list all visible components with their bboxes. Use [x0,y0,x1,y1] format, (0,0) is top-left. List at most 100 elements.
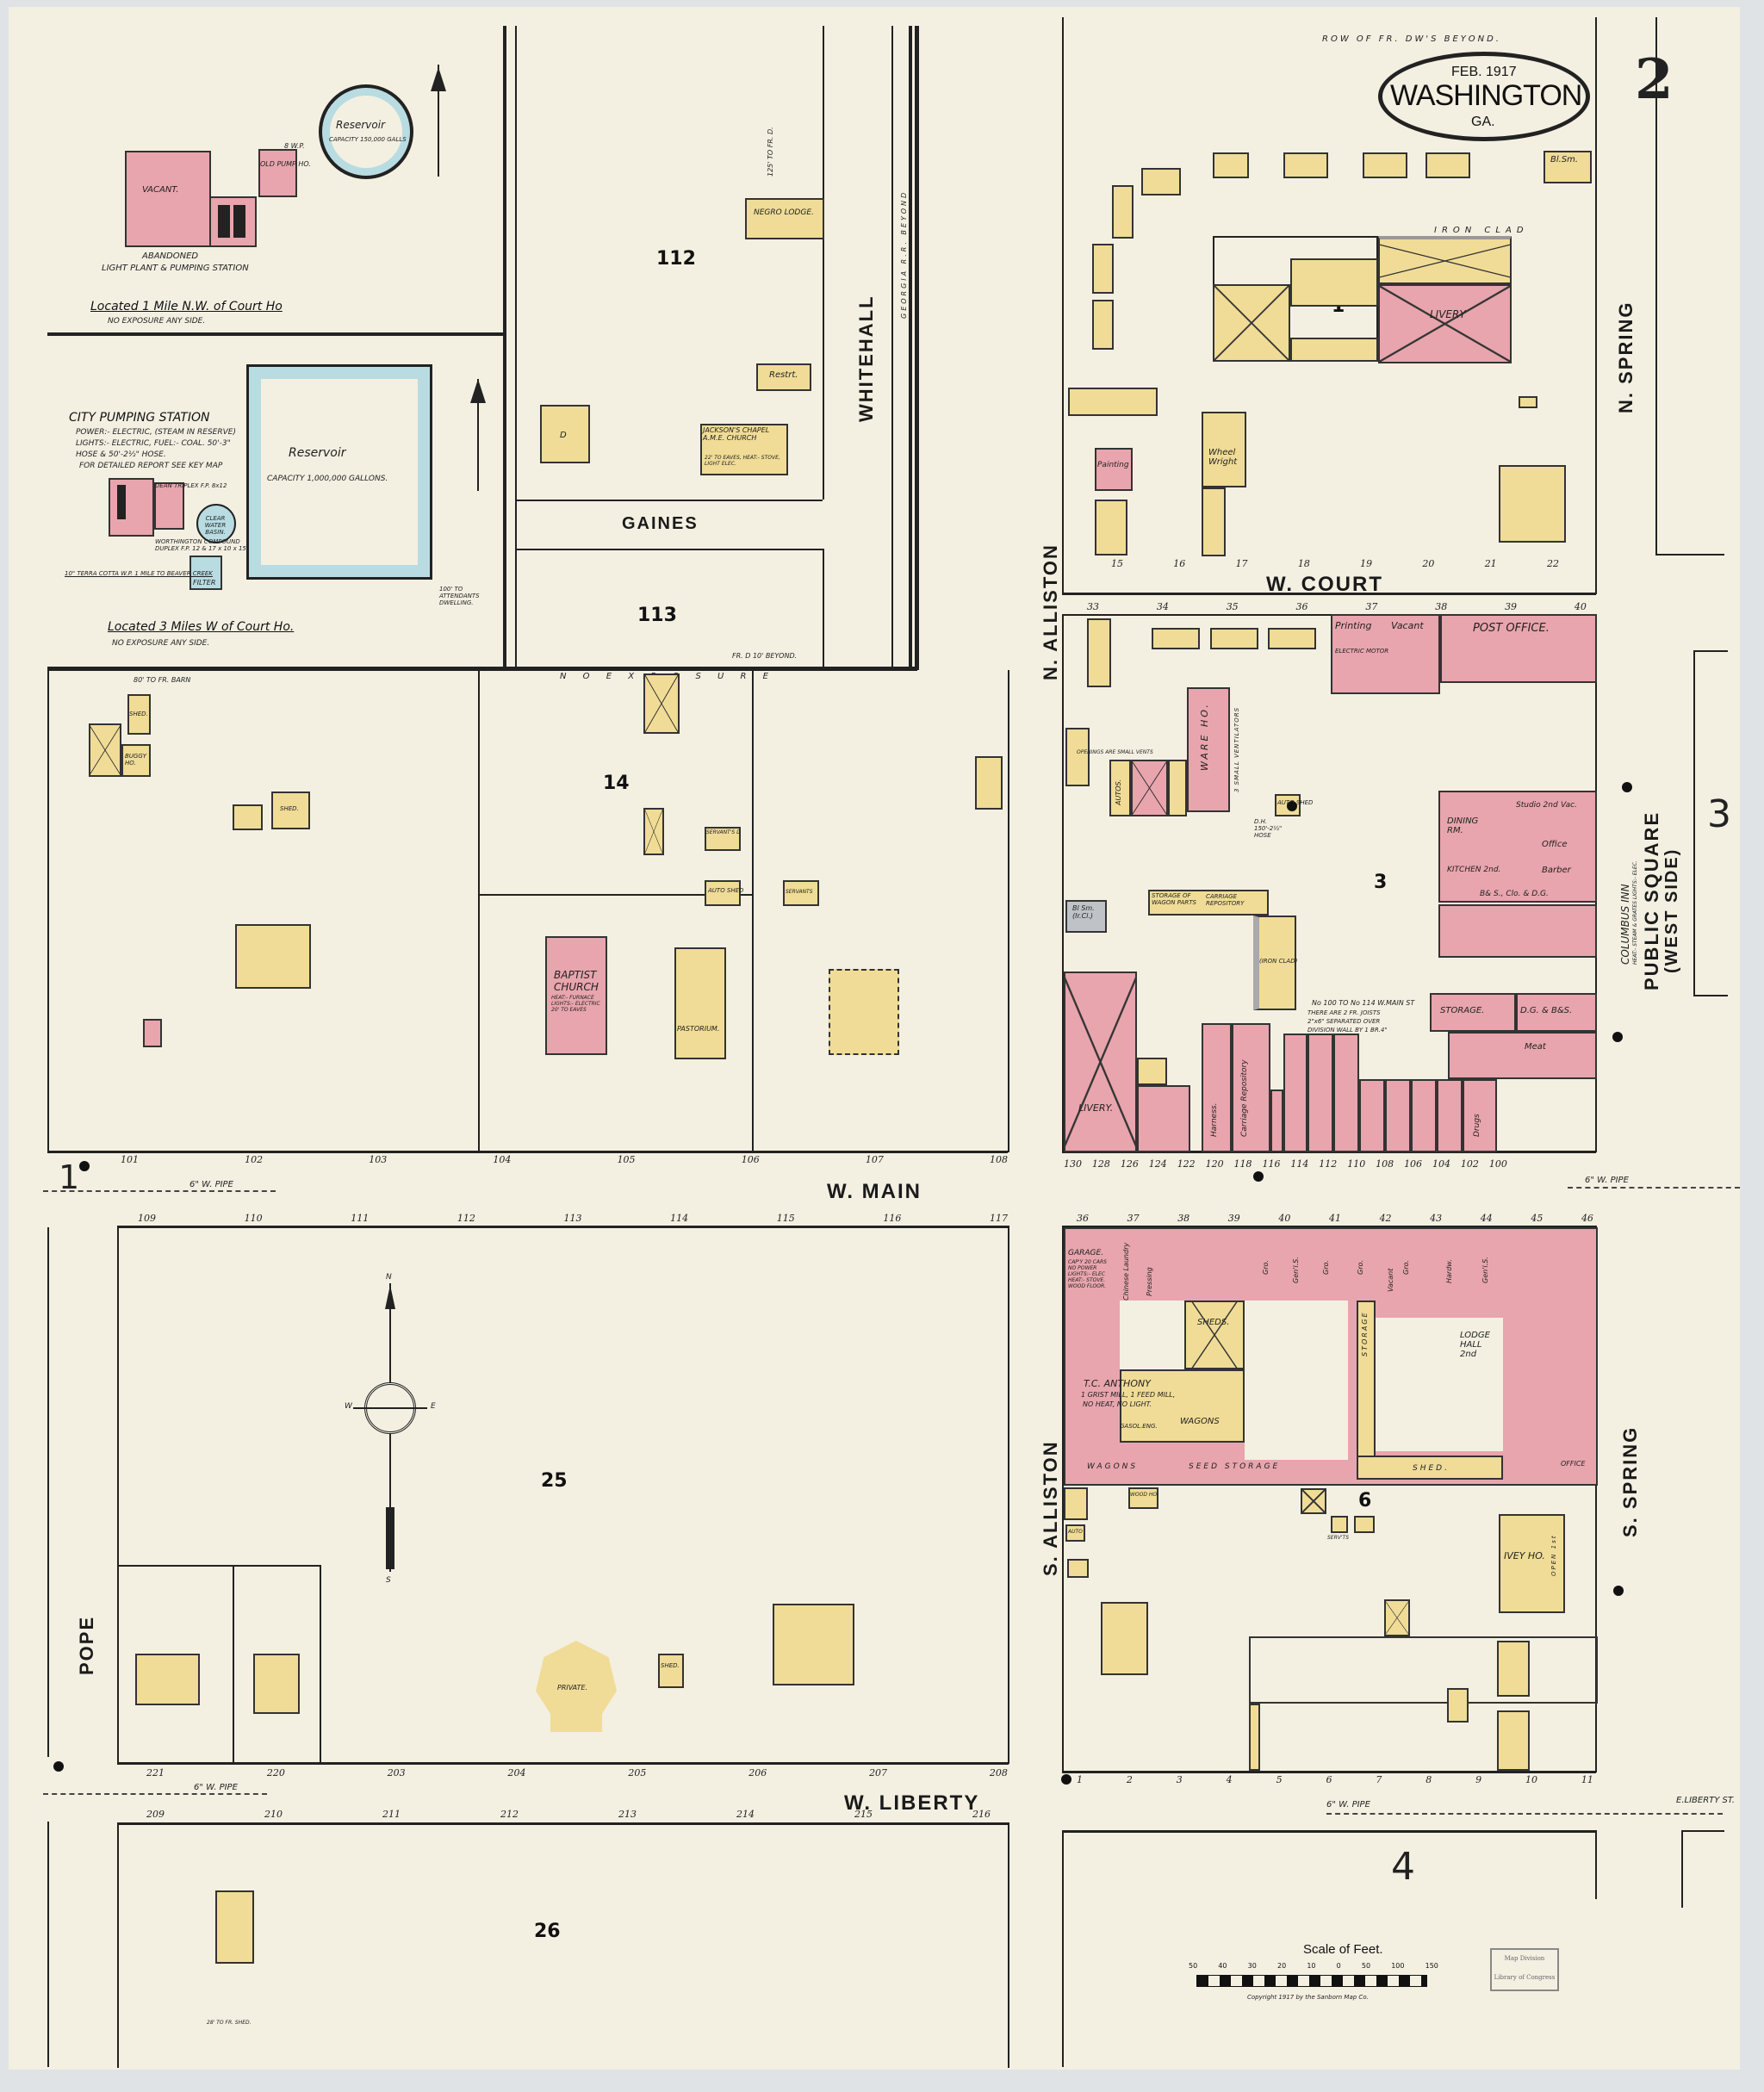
addr: 114 [670,1213,689,1224]
storage2-label: STORAGE [1361,1311,1369,1356]
addr: 22 [1546,558,1559,569]
bs-clo-dg-label: B& S., Clo. & D.G. [1480,890,1549,898]
addr: 39 [1505,601,1518,612]
seed-storage-label: SEED STORAGE [1189,1462,1281,1471]
shed-x-14 [643,808,664,855]
title-cartouche [1378,52,1590,141]
tick: 50 [1189,1962,1198,1970]
wood-ho-label: WOOD HO. [1130,1492,1158,1498]
main-w-south-addresses: 109 110 111 112 113 114 115 116 117 [138,1213,1008,1224]
addr: 118 [1233,1158,1252,1170]
hydrant-icon [1622,782,1632,792]
carriage-rep-label: CARRIAGE REPOSITORY [1206,893,1245,907]
compass-s: S [386,1576,391,1585]
buggy-label: BUGGY HO. [125,753,147,767]
sheds-x [1184,1301,1245,1369]
gents-101: Gen'l.S. [1481,1257,1489,1283]
addr: 4 [1226,1774,1233,1785]
dg-bs-3 [1516,993,1597,1032]
blacksmith-15 [1095,500,1127,556]
shed-6-strip [1249,1704,1260,1771]
addr: 38 [1177,1213,1190,1224]
stamp-line1: Map Division [1504,1955,1545,1962]
addr: 107 [865,1154,884,1165]
addr: 41 [1328,1213,1341,1224]
street-s-spring: S. SPRING [1619,1425,1641,1537]
filter [189,556,222,590]
hardw-label: Hardw. [1445,1259,1453,1283]
addr: 213 [618,1809,637,1820]
meat-label: Meat [1525,1042,1546,1052]
addr: 37 [1127,1213,1140,1224]
printing-row [1331,614,1440,694]
scale-title: Scale of Feet. [1303,1942,1383,1957]
addr: 8 [1425,1774,1432,1785]
addr: 221 [146,1767,165,1779]
wood-house [1128,1487,1158,1509]
ps-line1: POWER:- ELECTRIC, (STEAM IN RESERVE) [76,428,236,437]
wheel-wright [1202,412,1246,487]
dwelling-107 [829,969,899,1055]
mens-furnishing [1359,1079,1385,1152]
addr: 130 [1064,1158,1082,1170]
garage-label: GARAGE. [1068,1249,1104,1257]
cobbler-116 [1270,1089,1283,1152]
shed-x-brick [1131,760,1168,816]
courtyard-3 [1357,1318,1503,1451]
pipe-label: 8 W.P. [284,142,305,150]
street-whitehall: WHITEHALL [855,295,877,422]
wagons2-label: WAGONS [1087,1462,1139,1471]
barber-label: Barber [1542,866,1571,875]
auto-shed-14-label: AUTO SHED [708,887,744,894]
inset-divider [47,332,506,336]
addr: 101 [121,1154,139,1165]
main-note-3: 2"x6" SEPARATED OVER [1307,1018,1381,1025]
livery-south [1064,972,1137,1152]
harness-label: Harness. [1210,1102,1219,1137]
exposure-note-2: NO EXPOSURE ANY SIDE. [112,639,210,648]
addr: 205 [628,1767,647,1779]
drugs-100 [1463,1079,1497,1152]
block-26: 26 [534,1921,561,1942]
dwelling-l [1068,388,1158,416]
reservoir2-capacity: CAPACITY 1,000,000 GALLONS. [267,475,388,483]
hydrant-icon [1612,1032,1623,1042]
open-label: OPEN 1st [1550,1534,1557,1576]
ivey-house [1499,1514,1565,1613]
addr: 42 [1379,1213,1392,1224]
blacksmith-iron-clad [1065,900,1107,933]
adjacent-sheet-3: 3 [1707,792,1731,836]
addr: 112 [457,1213,475,1224]
hydrant-icon [53,1761,64,1772]
ps-line2: LIGHTS:- ELECTRIC, FUEL:- COAL. 50'-3" [76,439,231,448]
shed-block1 [1213,284,1290,362]
addr: 5 [1276,1774,1283,1785]
electric-motor-label: ELECTRIC MOTOR [1335,648,1389,655]
addr: 1 [1077,1774,1083,1785]
addr: 116 [1262,1158,1281,1170]
iron-clad-storage [1253,916,1296,1010]
block-112: 112 [656,248,696,270]
addr: 102 [245,1154,264,1165]
dwelling-9b [1497,1710,1530,1771]
dwelling-ab [1363,152,1407,178]
boiler-house [209,196,257,247]
dwelling-108 [975,756,1003,810]
reservoir-label: Reservoir [336,119,385,131]
buggy-house [121,744,151,777]
negro-lodge-label: NEGRO LODGE. [754,208,814,217]
georgia-rr-note: GEORGIA R.R. BEYOND [900,189,908,319]
pipe-main-e: 6" W. PIPE [1585,1176,1629,1185]
lodge-hall-label: LODGE HALL 2nd [1460,1331,1490,1359]
auto-label: AUTO [1068,1529,1083,1535]
copyright: Copyright 1917 by the Sanborn Map Co. [1247,1994,1369,2001]
old-pump-label: OLD PUMP HO. [260,160,311,168]
street-pope: POPE [76,1615,97,1675]
dwelling-j [1092,244,1114,294]
dwelling-222 [135,1654,200,1705]
baptist-label: BAPTIST CHURCH [554,969,599,993]
blacksmith-n [1544,151,1592,183]
servants-d-label: SERVANT'S D [706,829,741,835]
scale-bar [1196,1975,1427,1987]
gents-40: Gen'l.S. [1292,1257,1300,1283]
